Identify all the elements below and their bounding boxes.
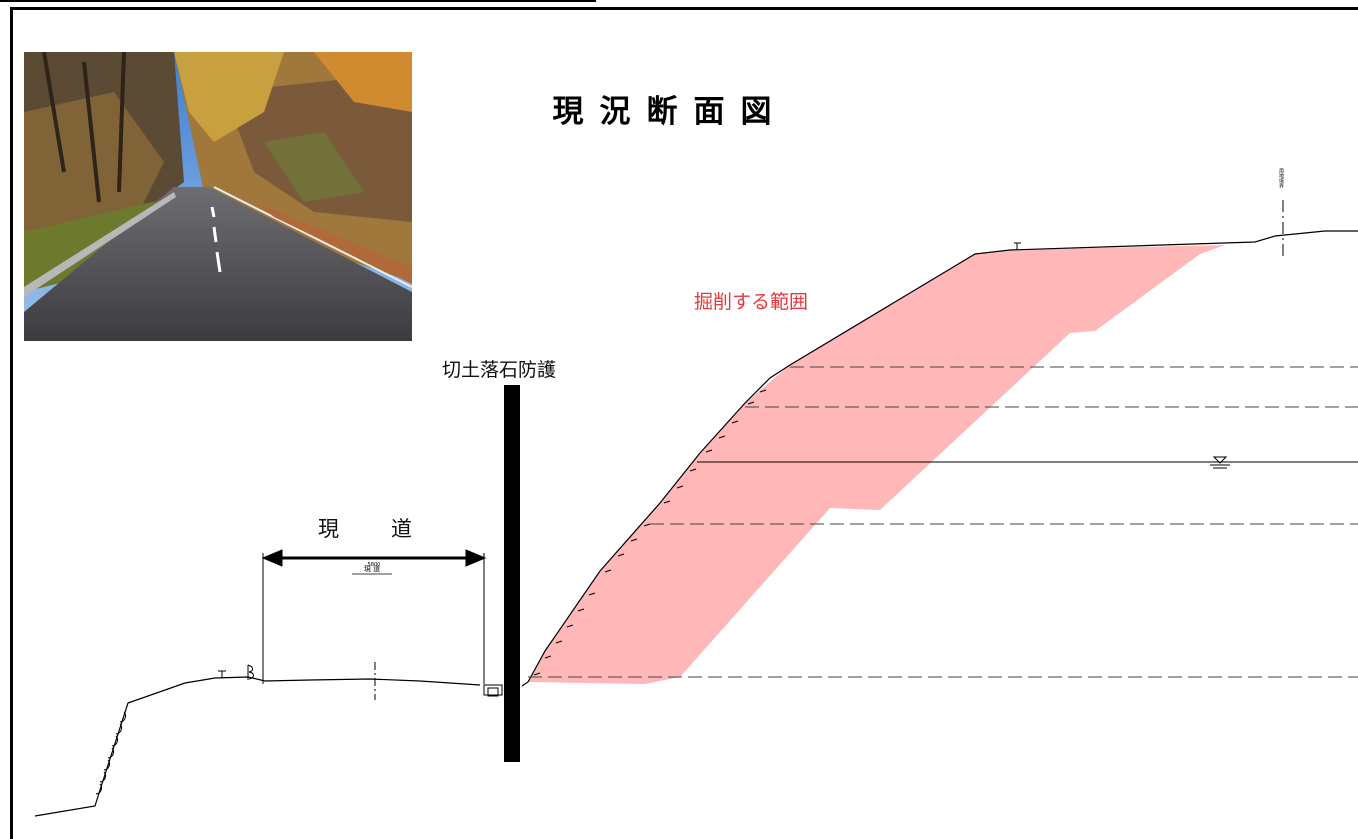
left-slope-protection: [95, 711, 127, 795]
excavation-label: 掘削する範囲: [694, 291, 809, 313]
fence-label: 切土落石防護: [442, 359, 557, 381]
page-title: 現況断面図: [552, 94, 788, 130]
survey-markers: [218, 242, 1021, 680]
right-slope-protection: [533, 389, 767, 676]
mountain-road-photo: [24, 52, 412, 341]
excavation-area: [528, 245, 1225, 684]
top-rule: [0, 0, 596, 2]
boundary-label: 用地境界: [1278, 168, 1284, 189]
road-small-label: 現 道: [364, 564, 380, 573]
ground-line-right: [521, 230, 1358, 687]
road-label: 現道: [318, 517, 464, 541]
site-photo: [24, 52, 412, 341]
rockfall-fence: [504, 385, 520, 762]
drain-ditch: [483, 684, 503, 697]
ground-line-left: [34, 676, 481, 817]
road-width-small-label: 5800: [368, 562, 381, 568]
strata-lines: [528, 366, 1358, 678]
road-width-dimension: [261, 549, 487, 684]
drawing-frame: [10, 7, 1358, 839]
water-level-icon: [1210, 456, 1230, 469]
